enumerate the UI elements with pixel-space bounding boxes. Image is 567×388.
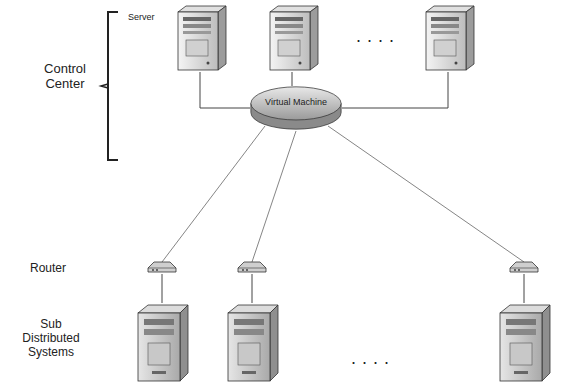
ellipsis: · · · · xyxy=(330,352,410,373)
group-label: Control Center xyxy=(30,62,100,92)
disk-shape xyxy=(249,85,343,131)
subsystem-label: Sub Distributed Systems xyxy=(14,318,88,359)
virtual-machine-disk: Virtual Machine xyxy=(249,85,343,131)
ellipsis: · · · · xyxy=(340,30,410,51)
router-label: Router xyxy=(18,262,78,276)
node-text: Virtual Machine xyxy=(263,98,329,108)
server-label: Server xyxy=(128,12,172,22)
